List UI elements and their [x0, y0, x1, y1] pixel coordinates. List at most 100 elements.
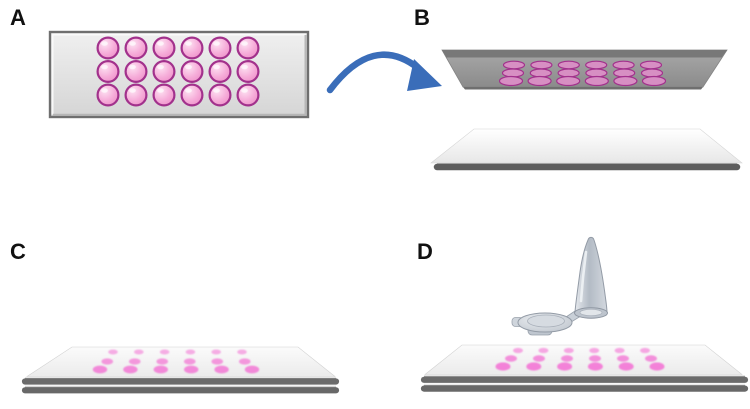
- well: [152, 36, 176, 60]
- sample-spot: [645, 355, 657, 362]
- sample-spot: [156, 358, 169, 365]
- sample-spot: [123, 365, 138, 374]
- well: [124, 83, 148, 107]
- well-highlight: [129, 88, 136, 93]
- sample-spot: [134, 349, 144, 355]
- slide-sandwich-d: [420, 344, 749, 392]
- well-highlight: [157, 64, 164, 70]
- well-inverted: [502, 60, 526, 70]
- well-highlight: [157, 88, 164, 93]
- well: [152, 83, 176, 107]
- sample-spot: [589, 355, 601, 362]
- well-inverted: [557, 68, 580, 78]
- sample-spot: [211, 358, 224, 365]
- sample-spot: [185, 349, 196, 355]
- well-inverted: [527, 75, 552, 87]
- well-inverted: [613, 68, 636, 78]
- sample-spot: [244, 365, 260, 374]
- inverted-plate-b: [441, 49, 728, 90]
- well: [208, 59, 232, 83]
- sample-spot: [614, 347, 625, 354]
- sample-spot: [557, 362, 573, 371]
- well-highlight: [101, 64, 108, 70]
- well-highlight: [241, 41, 248, 46]
- microcentrifuge-tube-icon: [511, 236, 608, 336]
- spot-grid-d: [495, 347, 665, 371]
- well-grid-a: [96, 36, 260, 107]
- sample-spot: [561, 355, 573, 362]
- sample-spot: [526, 362, 542, 371]
- sample-spot: [587, 362, 603, 371]
- well: [236, 36, 260, 60]
- well-inverted: [529, 68, 552, 78]
- well-highlight: [241, 64, 248, 70]
- sample-spot: [184, 365, 199, 374]
- well-highlight: [129, 64, 136, 70]
- well: [180, 59, 204, 83]
- sample-spot: [618, 362, 634, 371]
- sample-spot: [505, 355, 517, 362]
- well-highlight: [129, 41, 136, 46]
- flip-arrow-icon: [326, 51, 442, 94]
- well-inverted: [640, 68, 664, 78]
- sample-spot: [589, 347, 600, 354]
- sample-spot: [533, 355, 545, 362]
- well: [236, 59, 260, 83]
- panel-d-label: D: [417, 239, 434, 264]
- well: [152, 59, 176, 83]
- well-inverted: [613, 75, 638, 87]
- well-highlight: [241, 88, 248, 93]
- sample-spot: [159, 349, 170, 355]
- well-highlight: [185, 64, 192, 70]
- slide-sandwich-c: [21, 346, 340, 394]
- sample-spot: [640, 347, 650, 354]
- well-highlight: [185, 88, 192, 93]
- sample-spot: [237, 349, 247, 355]
- sample-spot: [563, 347, 574, 354]
- sample-spot: [238, 358, 251, 365]
- well: [180, 83, 204, 107]
- sample-spot: [617, 355, 629, 362]
- well-grid-b: [498, 60, 667, 87]
- well-inverted: [585, 60, 608, 70]
- sample-spot: [214, 365, 229, 374]
- well: [180, 36, 204, 60]
- well-inverted: [612, 60, 635, 70]
- well-highlight: [213, 88, 220, 93]
- blank-slide-b: [430, 128, 743, 171]
- well: [96, 83, 120, 107]
- spot-grid-c: [92, 349, 260, 374]
- well: [96, 59, 120, 83]
- well: [124, 59, 148, 83]
- tube-body: [574, 236, 608, 319]
- well: [208, 83, 232, 107]
- well-inverted: [584, 75, 609, 87]
- sample-spot: [211, 349, 221, 355]
- well: [124, 36, 148, 60]
- sample-spot: [495, 362, 511, 371]
- well-highlight: [213, 41, 220, 46]
- well-inverted: [639, 60, 663, 70]
- well-inverted: [530, 60, 553, 70]
- sample-spot: [128, 358, 141, 365]
- well: [96, 36, 120, 60]
- sample-spot: [513, 347, 523, 354]
- well-highlight: [101, 41, 108, 46]
- sample-spot: [649, 362, 665, 371]
- well-highlight: [185, 41, 192, 46]
- well: [236, 83, 260, 107]
- well-highlight: [213, 64, 220, 70]
- sample-spot: [183, 358, 196, 365]
- panel-a-label: A: [10, 5, 27, 30]
- well-inverted: [556, 75, 581, 87]
- well-inverted: [585, 68, 608, 78]
- well-inverted: [557, 60, 580, 70]
- well-highlight: [101, 88, 108, 93]
- well-inverted: [641, 75, 667, 87]
- sample-spot: [153, 365, 168, 374]
- sample-spot: [108, 349, 118, 355]
- well-highlight: [157, 41, 164, 46]
- sample-spot: [538, 347, 549, 354]
